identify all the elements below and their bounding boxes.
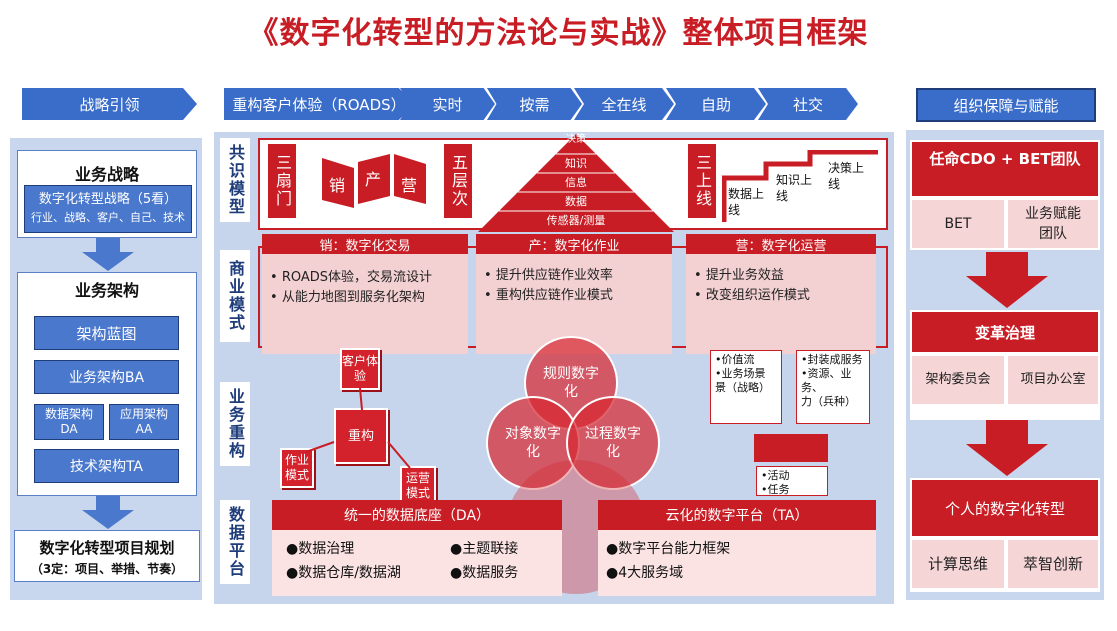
biz-model-sales-item: • ROADS体验，交易流设计 <box>270 270 433 285</box>
ondemand-chevron: 按需 <box>487 88 582 120</box>
biz-model-operations-header: 营：数字化运营 <box>686 234 876 254</box>
down-arrow-icon <box>82 496 134 529</box>
roads-chevron: 重构客户体验（ROADS） <box>224 88 414 120</box>
bet-box: BET <box>912 200 1004 248</box>
business-arch-ba-box: 业务架构BA <box>34 360 179 394</box>
scenario-connector-bar <box>754 434 828 462</box>
computational-thinking-box: 计算思维 <box>912 540 1004 588</box>
biz-strategy-title: 业务战略 <box>74 165 139 184</box>
ta-item: ●4大服务域 <box>606 565 684 581</box>
da-item: ●主题联接 <box>450 541 519 557</box>
pyramid-knowledge: 知识 <box>565 157 587 170</box>
pyramid-decision: 决策 <box>566 134 586 145</box>
da-platform-header: 统一的数据底座（DA） <box>272 500 562 530</box>
three-doors-label: 三扇门 <box>268 144 296 218</box>
personal-transformation-header: 个人的数字化转型 <box>912 480 1098 536</box>
down-arrow-icon <box>82 238 134 271</box>
da-item: ●数据治理 <box>286 541 355 557</box>
strategy-five-looks-line1: 数字化转型战略（5看） <box>38 192 178 207</box>
page-title: 《数字化转型的方法论与实战》整体项目框架 <box>248 16 869 51</box>
fan-operations: 营 <box>400 176 417 195</box>
reform-governance-header: 变革治理 <box>912 312 1098 352</box>
biz-model-sales <box>262 234 468 354</box>
da-item: ●数据服务 <box>450 565 519 581</box>
scenario-box: •价值流 •业务场景 景（战略） <box>710 350 782 424</box>
label-business-restructure: 业务重构 <box>220 382 250 466</box>
step-knowledge-online: 知识上线 <box>776 173 813 203</box>
selfservice-chevron: 自助 <box>666 88 766 120</box>
org-support-button: 组织保障与赋能 <box>916 88 1096 122</box>
tech-arch-ta-box: 技术架构TA <box>34 449 179 483</box>
ta-platform-header: 云化的数字平台（TA） <box>598 500 876 530</box>
down-arrow-icon <box>966 252 1048 308</box>
service-box: •封装成服务 •资源、业务、 力（兵种） <box>796 350 870 424</box>
biz-model-sales-header: 销：数字化交易 <box>262 234 468 254</box>
project-plan-title: 数字化转型项目规划 <box>39 539 175 557</box>
ta-item: ●数字平台能力框架 <box>606 541 731 557</box>
pmo-box: 项目办公室 <box>1008 356 1098 404</box>
biz-model-sales-item: • 从能力地图到服务化架构 <box>270 290 425 305</box>
triz-innovation-box: 萃智创新 <box>1008 540 1098 588</box>
fan-sales: 销 <box>328 176 345 195</box>
allonline-chevron: 全在线 <box>574 88 674 120</box>
activity-box: •活动 •任务 <box>756 466 828 496</box>
pyramid-sensor: 传感器/测量 <box>546 214 606 227</box>
step-data-online: 数据上线 <box>728 187 765 217</box>
label-data-platform: 数据平台 <box>220 500 250 584</box>
five-layers-label: 五层次 <box>444 144 472 218</box>
circle-process-digital: 过程数字化 <box>566 396 660 490</box>
arch-committee-box: 架构委员会 <box>912 356 1004 404</box>
three-online-label: 三上线 <box>688 144 716 218</box>
biz-model-operations <box>686 234 876 354</box>
cube-customer-experience: 客户体验 <box>340 348 380 390</box>
biz-model-production-header: 产：数字化作业 <box>476 234 672 254</box>
biz-model-production-item: • 重构供应链作业模式 <box>484 288 613 303</box>
cube-connectors-icon <box>305 387 411 469</box>
biz-strategy-block: 业务战略 数字化转型战略（5看） 行业、战略、客户、自己、技术 <box>17 150 197 238</box>
biz-enable-box: 业务赋能团队 <box>1008 200 1098 248</box>
data-arch-da-box: 数据架构DA <box>34 404 104 440</box>
biz-model-production <box>476 234 672 354</box>
biz-model-production-item: • 提升供应链作业效率 <box>484 268 613 283</box>
arch-blueprint-box: 架构蓝图 <box>34 316 179 350</box>
step-decision-online: 决策上线 <box>828 161 865 191</box>
social-chevron: 社交 <box>758 88 858 120</box>
project-plan-subtitle: （3定：项目、举措、节奏） <box>30 562 184 576</box>
pyramid-icon <box>478 134 674 232</box>
biz-model-operations-item: • 提升业务效益 <box>694 268 784 283</box>
pyramid-information: 信息 <box>565 176 587 189</box>
cube-work-mode: 作业模式 <box>280 448 314 488</box>
biz-model-operations-item: • 改变组织运作模式 <box>694 288 810 303</box>
project-plan-block: 数字化转型项目规划 （3定：项目、举措、节奏） <box>14 530 200 582</box>
cube-operation-mode: 运营模式 <box>400 466 436 506</box>
cdo-bet-header: 任命CDO + BET团队 <box>912 142 1098 196</box>
realtime-chevron: 实时 <box>400 88 495 120</box>
label-consensus-model: 共识模型 <box>220 138 250 222</box>
strategy-five-looks-line2: 行业、战略、客户、自己、技术 <box>31 211 185 224</box>
label-business-model: 商业模式 <box>220 250 250 342</box>
pyramid-data: 数据 <box>565 195 587 208</box>
strategy-five-looks: 数字化转型战略（5看） 行业、战略、客户、自己、技术 <box>24 185 192 233</box>
app-arch-aa-box: 应用架构AA <box>109 404 179 440</box>
biz-arch-title: 业务架构 <box>74 281 139 300</box>
fan-shapes-icon <box>322 154 426 208</box>
da-item: ●数据仓库/数据湖 <box>286 565 401 581</box>
down-arrow-icon <box>966 420 1048 476</box>
cube-restructure: 重构 <box>334 408 388 464</box>
strategy-lead-chevron: 战略引领 <box>22 88 197 120</box>
fan-production: 产 <box>364 170 381 189</box>
stairs-icon <box>722 150 878 222</box>
